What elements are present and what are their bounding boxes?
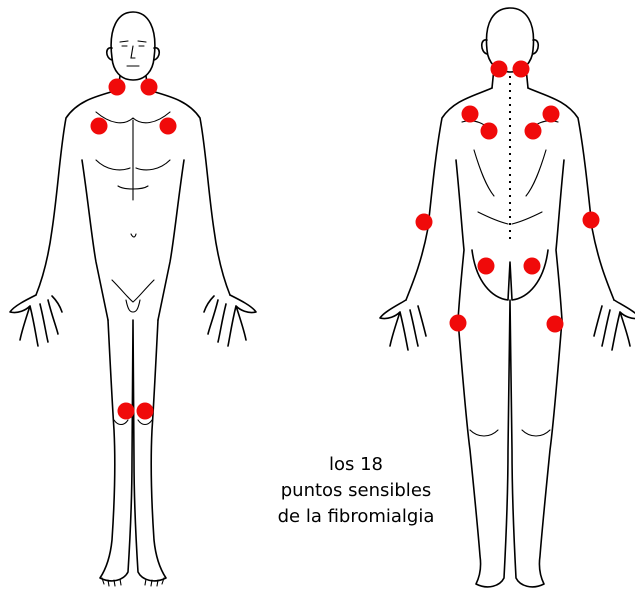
- tender-point-gluteal-right: [524, 258, 541, 275]
- tender-point-gluteal-left: [478, 258, 495, 275]
- tender-point-trochanter-left: [450, 315, 467, 332]
- tender-point-neck-left: [109, 79, 126, 96]
- back-scapula-lines: [462, 121, 558, 224]
- front-body-figure: [10, 12, 256, 586]
- back-head: [486, 8, 533, 72]
- front-legs: [100, 320, 166, 581]
- front-chest-lines: [96, 112, 170, 237]
- tender-point-knee-left: [118, 403, 135, 420]
- back-tender-points: [416, 61, 600, 333]
- tender-point-neck-right: [141, 79, 158, 96]
- front-toes: [102, 578, 164, 586]
- tender-point-trapezius-left: [462, 106, 479, 123]
- caption-line-2: puntos sensibles: [258, 478, 454, 504]
- tender-point-occiput-left: [491, 61, 508, 78]
- tender-point-elbow-left: [416, 214, 433, 231]
- back-legs: [458, 300, 562, 587]
- tender-point-chest-right: [160, 118, 177, 135]
- tender-point-chest-left: [91, 118, 108, 135]
- caption-line-3: de la fibromialgia: [258, 504, 454, 530]
- front-groin-lines: [112, 280, 154, 312]
- back-right-hand: [594, 300, 635, 350]
- tender-point-knee-right: [137, 403, 154, 420]
- tender-point-supraspinatus-left: [481, 123, 498, 140]
- tender-point-trochanter-right: [547, 316, 564, 333]
- front-left-hand: [10, 295, 62, 346]
- front-right-hand: [204, 295, 256, 346]
- tender-point-trapezius-right: [543, 106, 560, 123]
- caption: los 18 puntos sensibles de la fibromialg…: [258, 452, 454, 530]
- tender-point-occiput-right: [513, 61, 530, 78]
- tender-point-elbow-right: [583, 212, 600, 229]
- front-face-features: [120, 41, 146, 66]
- tender-point-supraspinatus-right: [525, 123, 542, 140]
- caption-line-1: los 18: [258, 452, 454, 478]
- back-left-hand: [380, 300, 426, 350]
- back-buttocks: [472, 250, 548, 300]
- back-knee-lines: [470, 430, 550, 436]
